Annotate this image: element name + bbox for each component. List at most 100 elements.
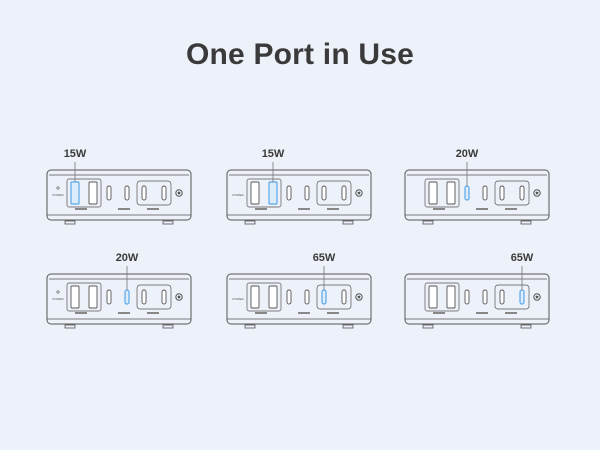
power-label: POWER [232, 193, 244, 197]
port-label-mark-2 [118, 208, 130, 210]
usb-c-port-2 [482, 185, 488, 201]
charger-illustration: POWER [46, 266, 192, 329]
charger-foot-right [162, 324, 174, 329]
charger-foot-left [422, 220, 434, 225]
port-label-mark-2 [476, 312, 488, 314]
port-label-mark-1 [255, 312, 267, 314]
port-label-mark-2 [118, 312, 130, 314]
charger-illustration: POWER [226, 162, 372, 225]
usb-c-port-1-active [464, 185, 470, 201]
wattage-label: 65W [312, 252, 336, 264]
power-button-icon [355, 189, 363, 197]
port-label-mark-2 [298, 312, 310, 314]
power-button-icon [355, 293, 363, 301]
charger-body [226, 169, 372, 221]
usb-c-port-2-active [124, 289, 130, 305]
port-label-mark-1 [433, 312, 445, 314]
usb-c-port-3 [141, 185, 147, 201]
usb-c-port-1 [106, 289, 112, 305]
usb-a-port-1 [428, 181, 438, 205]
usb-c-port-1 [286, 185, 292, 201]
page-title: One Port in Use [185, 38, 415, 71]
wattage-label: 15W [261, 148, 285, 160]
port-label-mark-2 [298, 208, 310, 210]
charger-6: 65W [403, 252, 553, 352]
power-button-icon [175, 189, 183, 197]
usb-c-port-4 [341, 289, 347, 305]
usb-a-port-2 [88, 181, 98, 205]
charger-illustration [404, 162, 550, 225]
charger-3: 20W [403, 148, 553, 248]
charger-foot-right [342, 220, 354, 225]
charger-foot-left [244, 324, 256, 329]
charger-foot-left [64, 220, 76, 225]
usb-c-port-1 [286, 289, 292, 305]
power-button-icon [533, 293, 541, 301]
port-label-mark-1 [75, 208, 87, 210]
usb-a-port-2 [88, 285, 98, 309]
charger-4: POWER 20W [45, 252, 195, 352]
usb-a-port-2 [446, 181, 456, 205]
usb-c-port-1 [106, 185, 112, 201]
power-label: POWER [52, 193, 64, 197]
usb-c-port-2 [304, 185, 310, 201]
charger-foot-right [520, 220, 532, 225]
charger-body [404, 169, 550, 221]
port-label-mark-3 [327, 208, 339, 210]
port-label-mark-1 [75, 312, 87, 314]
power-led-icon [56, 290, 60, 294]
usb-c-port-4 [161, 289, 167, 305]
charger-illustration: POWER [226, 266, 372, 329]
wattage-label: 65W [510, 252, 534, 264]
port-label-mark-3 [505, 208, 517, 210]
charger-foot-right [162, 220, 174, 225]
usb-a-port-2 [446, 285, 456, 309]
charger-body [46, 273, 192, 325]
usb-c-port-3 [141, 289, 147, 305]
power-led-icon [56, 186, 60, 190]
charger-foot-right [342, 324, 354, 329]
power-label: POWER [52, 297, 64, 301]
usb-a-port-1 [250, 181, 260, 205]
usb-c-port-4-active [519, 289, 525, 305]
port-label-mark-3 [505, 312, 517, 314]
charger-foot-left [244, 220, 256, 225]
port-label-mark-1 [433, 208, 445, 210]
charger-1: POWER 15W [45, 148, 195, 248]
power-button-icon [175, 293, 183, 301]
charger-5: POWER 65W [225, 252, 375, 352]
charger-illustration: POWER [46, 162, 192, 225]
wattage-label: 20W [115, 252, 139, 264]
usb-c-port-4 [161, 185, 167, 201]
power-button-icon [533, 189, 541, 197]
usb-c-port-2 [304, 289, 310, 305]
port-label-mark-3 [147, 312, 159, 314]
wattage-label: 15W [63, 148, 87, 160]
port-label-mark-3 [147, 208, 159, 210]
port-label-mark-3 [327, 312, 339, 314]
charger-foot-left [64, 324, 76, 329]
charger-2: POWER 15W [225, 148, 375, 248]
charger-body [226, 273, 372, 325]
charger-foot-left [422, 324, 434, 329]
usb-c-port-1 [464, 289, 470, 305]
usb-c-port-2 [482, 289, 488, 305]
usb-a-port-2 [268, 285, 278, 309]
usb-a-port-1 [428, 285, 438, 309]
usb-a-port-1-active [70, 181, 80, 205]
charger-body [404, 273, 550, 325]
charger-body [46, 169, 192, 221]
usb-a-port-2-active [268, 181, 278, 205]
charger-foot-right [520, 324, 532, 329]
power-label: POWER [232, 297, 244, 301]
port-label-mark-2 [476, 208, 488, 210]
usb-a-port-1 [250, 285, 260, 309]
usb-c-port-3 [321, 185, 327, 201]
usb-c-port-4 [519, 185, 525, 201]
charger-illustration [404, 266, 550, 329]
usb-c-port-3 [499, 289, 505, 305]
port-label-mark-1 [255, 208, 267, 210]
wattage-label: 20W [455, 148, 479, 160]
usb-a-port-1 [70, 285, 80, 309]
usb-c-port-4 [341, 185, 347, 201]
